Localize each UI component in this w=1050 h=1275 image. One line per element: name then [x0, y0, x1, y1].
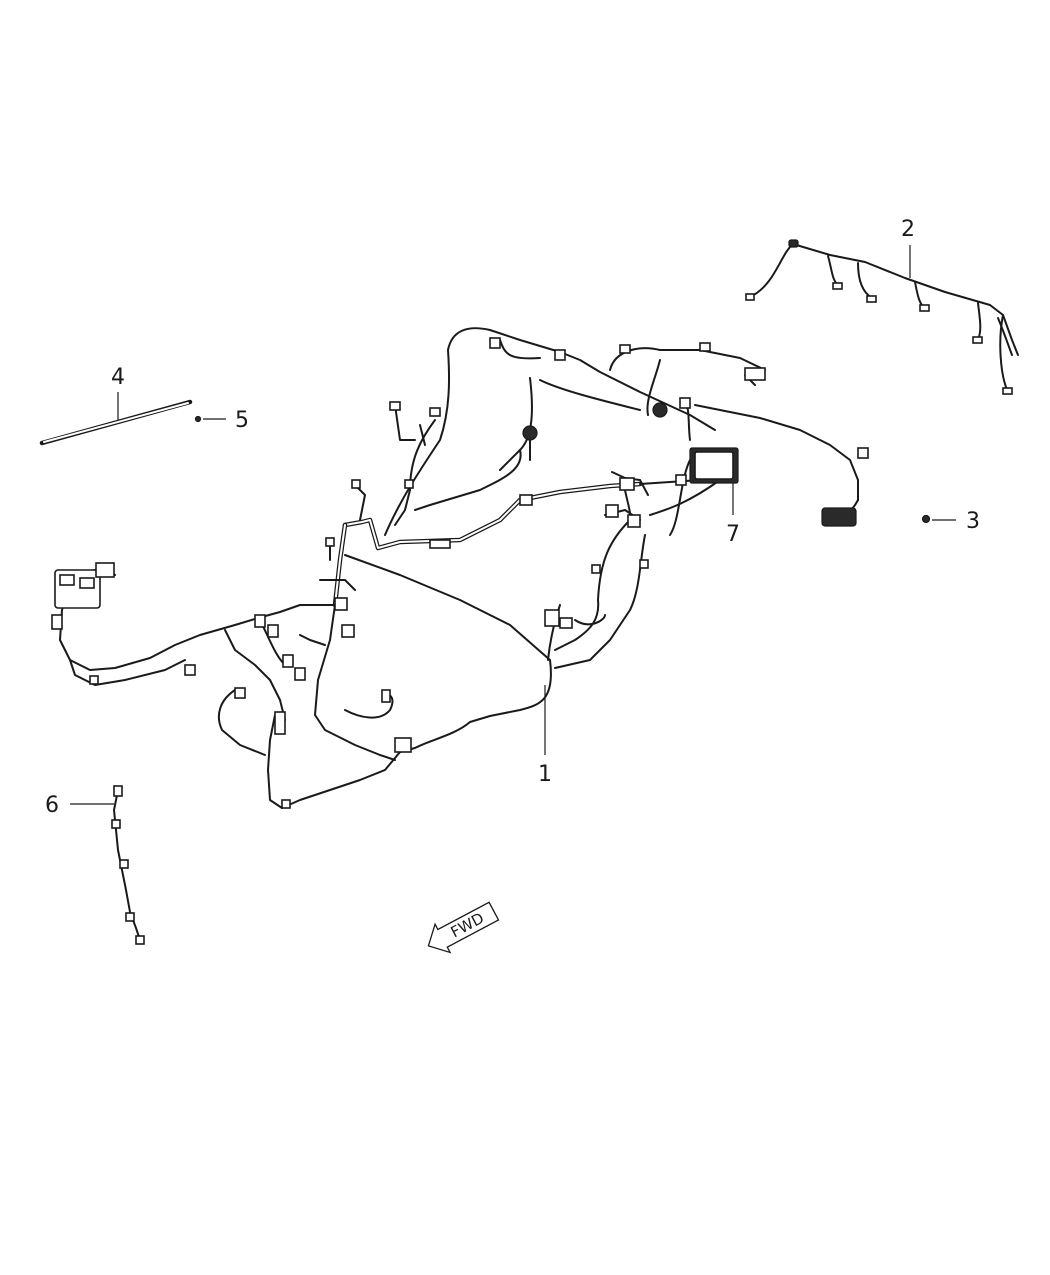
forward-arrow-icon: FWD [427, 901, 500, 954]
callout-7: 7 [726, 522, 740, 547]
callout-4: 4 [111, 365, 125, 390]
callout-2: 2 [901, 217, 915, 242]
callout-3: 3 [966, 509, 980, 534]
callout-5: 5 [235, 408, 249, 433]
part-5-clip[interactable] [194, 415, 202, 423]
part-2-harness[interactable] [745, 239, 1019, 395]
part-3-grommet[interactable] [921, 514, 931, 524]
callout-1: 1 [538, 762, 552, 787]
part-6-jumper[interactable] [111, 785, 145, 945]
callout-6: 6 [45, 793, 59, 818]
part-4-rod[interactable] [39, 399, 193, 446]
part-1-harness[interactable] [51, 327, 869, 809]
